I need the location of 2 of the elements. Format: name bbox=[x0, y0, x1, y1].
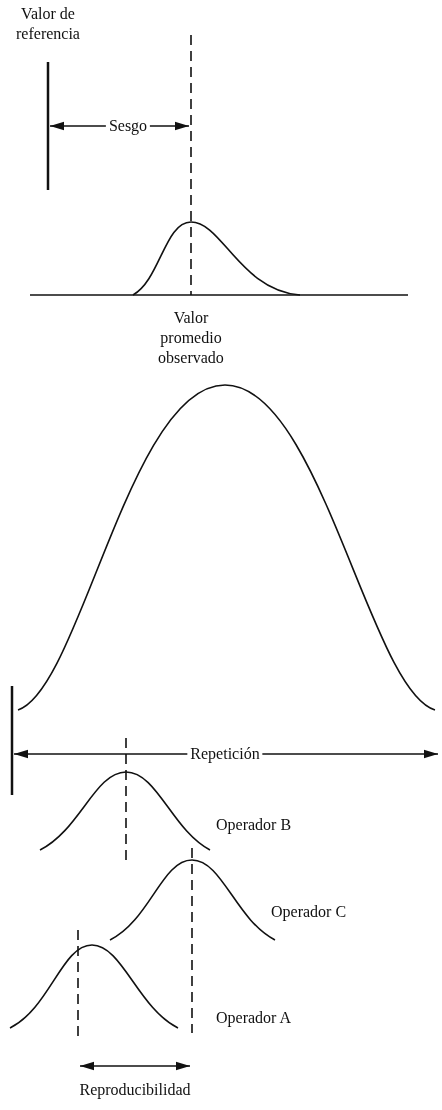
dimension-label: Repetición bbox=[187, 744, 263, 764]
dimension-label: Reproducibilidad bbox=[76, 1080, 194, 1100]
